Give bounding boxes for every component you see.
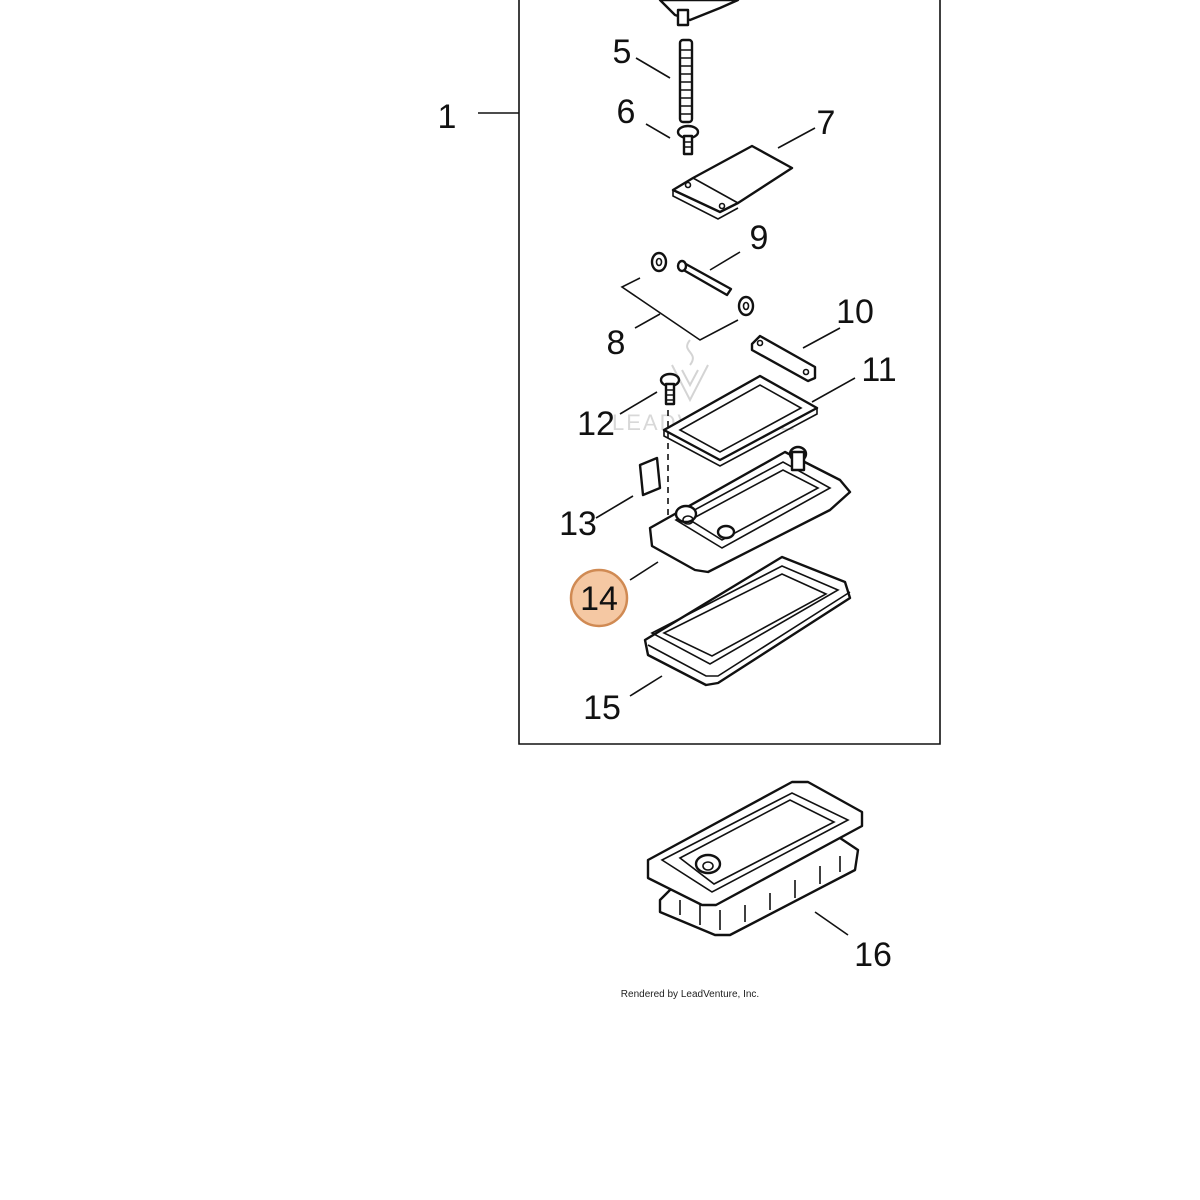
callout-1[interactable]: 1 — [438, 98, 457, 136]
callout-9[interactable]: 9 — [750, 219, 769, 257]
part-8-washers[interactable] — [650, 251, 755, 317]
callout-11[interactable]: 11 — [861, 351, 896, 389]
part-9-pin[interactable] — [676, 259, 733, 297]
part-5-stud[interactable] — [678, 38, 694, 124]
leader-8 — [620, 277, 739, 341]
part-12-screw[interactable] — [659, 372, 681, 406]
part-16-base[interactable] — [646, 780, 864, 937]
part-13-label[interactable] — [638, 456, 662, 497]
callout-8[interactable]: 8 — [607, 324, 626, 362]
callout-5[interactable]: 5 — [613, 33, 632, 71]
assembly-frame — [478, 0, 941, 745]
footer-credit: Rendered by LeadVenture, Inc. — [621, 989, 759, 1000]
part-top-housing[interactable] — [658, 0, 740, 27]
part-6-screw[interactable] — [676, 124, 700, 156]
callout-13[interactable]: 13 — [559, 505, 597, 543]
callout-15[interactable]: 15 — [583, 689, 621, 727]
part-7-cover-plate[interactable] — [671, 144, 794, 220]
part-11-gasket[interactable] — [662, 374, 819, 467]
part-10-plate[interactable] — [750, 334, 817, 383]
callout-16[interactable]: 16 — [854, 936, 892, 974]
leader-lines — [595, 57, 856, 936]
callout-12[interactable]: 12 — [577, 405, 615, 443]
callout-14[interactable]: 14 — [580, 580, 618, 618]
part-lens-housing[interactable] — [648, 445, 852, 574]
callout-10[interactable]: 10 — [836, 293, 874, 331]
callout-6[interactable]: 6 — [617, 93, 636, 131]
callout-labels: 1 5 6 7 8 9 10 11 12 13 14 15 16 — [438, 33, 897, 974]
callout-7[interactable]: 7 — [817, 104, 836, 142]
highlight-circle[interactable] — [569, 568, 629, 628]
part-15-bezel[interactable] — [643, 555, 852, 687]
